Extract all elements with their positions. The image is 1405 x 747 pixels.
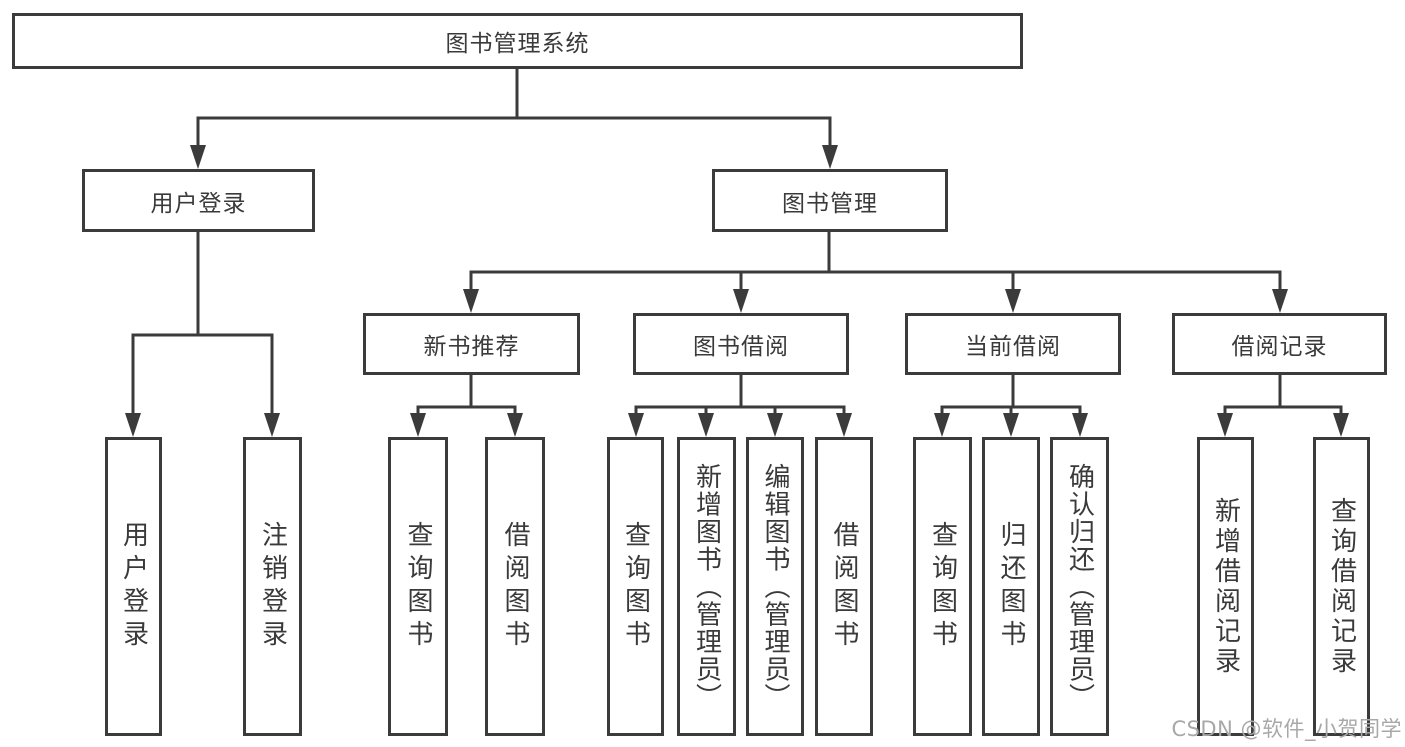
node-borrow-records-label: 借阅记录	[1231, 334, 1328, 360]
leaf-borrow-query-books: 查询图书	[607, 437, 664, 736]
node-root-system: 图书管理系统	[12, 13, 1023, 69]
leaf-records-add-record: 新增借阅记录	[1197, 437, 1254, 736]
node-borrow-records: 借阅记录	[1172, 313, 1387, 375]
node-book-borrow-label: 图书借阅	[693, 334, 789, 360]
leaf-user-login: 用户登录	[105, 437, 162, 736]
node-root-label: 图书管理系统	[445, 31, 590, 57]
leaf-current-return-books: 归还图书	[982, 437, 1040, 736]
node-new-book-recommend-label: 新书推荐	[423, 334, 520, 360]
leaf-current-confirm-return-admin: 确认归还（管理员）	[1050, 437, 1109, 736]
leaf-current-query-books: 查询图书	[913, 437, 972, 736]
node-book-borrow: 图书借阅	[633, 313, 849, 375]
leaf-newbooks-borrow-books: 借阅图书	[485, 437, 545, 736]
leaf-logout: 注销登录	[243, 437, 302, 736]
leaf-borrow-borrow-books: 借阅图书	[815, 437, 873, 736]
node-book-management: 图书管理	[712, 169, 948, 232]
leaf-records-query-record: 查询借阅记录	[1313, 437, 1370, 736]
node-current-borrow: 当前借阅	[905, 313, 1121, 375]
csdn-watermark: CSDN @软件_小贺同学	[1171, 717, 1402, 741]
node-user-login-label: 用户登录	[150, 190, 247, 217]
node-user-login: 用户登录	[82, 169, 315, 232]
node-new-book-recommend: 新书推荐	[363, 313, 580, 375]
leaf-newbooks-query-books: 查询图书	[388, 437, 448, 736]
leaf-borrow-add-books-admin: 新增图书（管理员）	[677, 437, 736, 736]
node-book-management-label: 图书管理	[782, 190, 878, 217]
leaf-borrow-edit-books-admin: 编辑图书（管理员）	[746, 437, 804, 736]
node-current-borrow-label: 当前借阅	[965, 334, 1061, 360]
